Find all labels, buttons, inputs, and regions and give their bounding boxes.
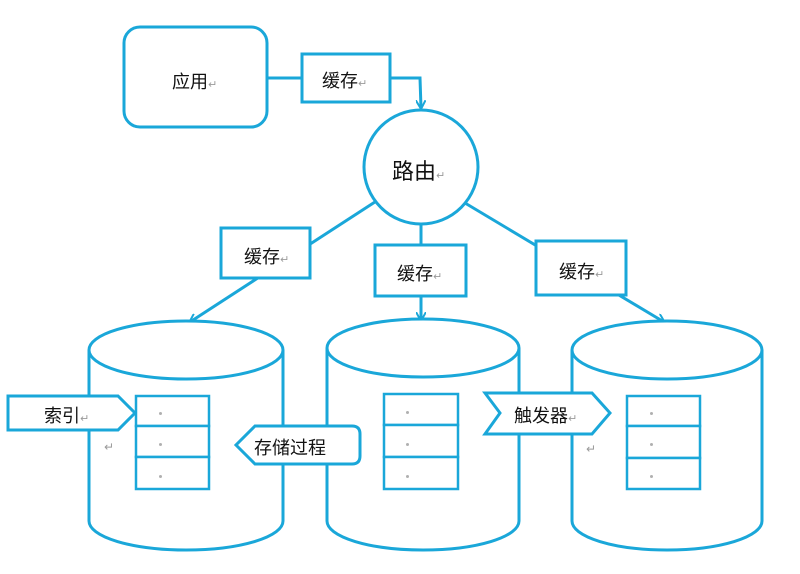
app-label-text: 应用 xyxy=(172,72,208,93)
table-cell-dot xyxy=(406,411,409,414)
table-cell-dot xyxy=(159,443,162,446)
stored-procedure-label-text: 存储过程 xyxy=(254,438,326,459)
trigger-label: 触发器↵ xyxy=(514,402,577,428)
paragraph-mark-right-db: ↵ xyxy=(586,442,597,456)
paragraph-mark: ↵ xyxy=(358,77,368,90)
table-cell-dot xyxy=(159,412,162,415)
index-label-text: 索引 xyxy=(44,406,80,427)
cache-label-top-text: 缓存 xyxy=(322,71,358,92)
connector-cache-router xyxy=(390,76,421,108)
database-middle xyxy=(325,317,521,552)
cache-box-left xyxy=(219,226,312,280)
cache-label-top: 缓存↵ xyxy=(322,67,367,93)
paragraph-mark: ↵ xyxy=(280,253,290,266)
table-stack-left xyxy=(134,394,211,491)
table-cell-dot xyxy=(406,443,409,446)
cache-label-mid-text: 缓存 xyxy=(397,264,433,285)
table-cell-dot xyxy=(406,475,409,478)
index-label: 索引↵ xyxy=(44,402,89,428)
router-node xyxy=(362,108,480,226)
paragraph-mark: ↵ xyxy=(568,412,578,425)
table-cell-dot xyxy=(650,475,653,478)
cache-box-top xyxy=(300,52,392,104)
paragraph-mark: ↵ xyxy=(208,78,218,91)
table-cell-dot xyxy=(159,475,162,478)
paragraph-mark-left-db: ↵ xyxy=(104,440,115,454)
cache-box-mid xyxy=(373,243,468,298)
trigger-callout xyxy=(482,391,612,436)
table-stack-right xyxy=(625,394,702,491)
cache-label-left-text: 缓存 xyxy=(244,247,280,268)
stored-procedure-callout xyxy=(233,424,362,466)
cache-label-left: 缓存↵ xyxy=(244,243,289,269)
stored-procedure-label: 存储过程 xyxy=(254,434,326,460)
cache-box-right xyxy=(534,239,628,297)
app-box xyxy=(122,25,269,129)
table-cell-dot xyxy=(650,412,653,415)
paragraph-mark: ↵ xyxy=(436,169,446,182)
cache-label-right-text: 缓存 xyxy=(559,262,595,283)
cache-label-mid: 缓存↵ xyxy=(397,260,442,286)
router-label-text: 路由 xyxy=(392,160,437,185)
cache-label-right: 缓存↵ xyxy=(559,258,604,284)
index-callout xyxy=(6,394,138,432)
table-cell-dot xyxy=(650,443,653,446)
trigger-label-text: 触发器 xyxy=(514,406,568,427)
app-label: 应用↵ xyxy=(172,68,217,94)
paragraph-mark: ↵ xyxy=(595,268,605,281)
table-stack-middle xyxy=(382,392,460,491)
paragraph-mark: ↵ xyxy=(433,270,443,283)
paragraph-mark: ↵ xyxy=(80,412,90,425)
router-label: 路由↵ xyxy=(392,154,445,186)
